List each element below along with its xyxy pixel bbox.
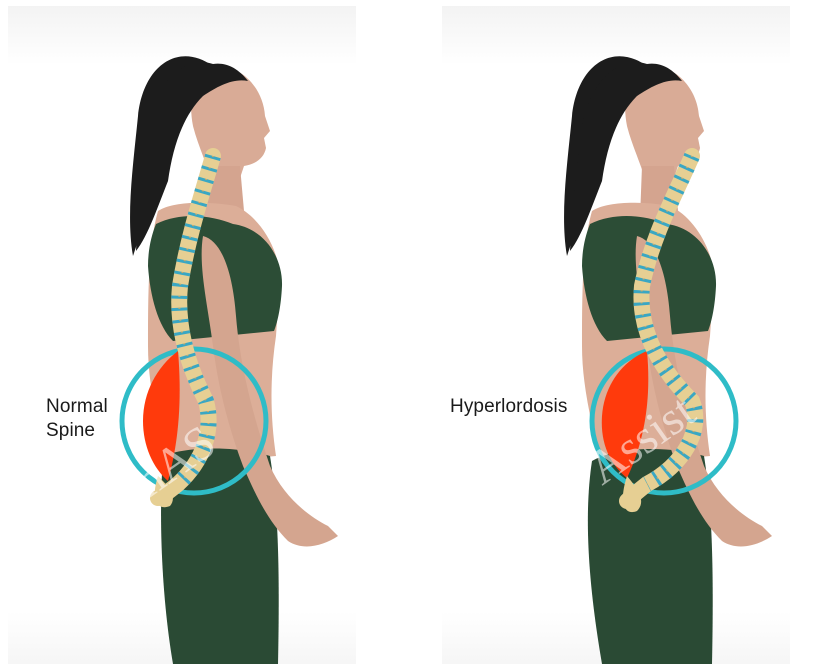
normal-spine-panel: mAS Normal Spine bbox=[8, 6, 356, 664]
hyperlordosis-label: Hyperlordosis bbox=[450, 395, 567, 418]
hyperlordosis-figure: Assist bbox=[442, 6, 790, 664]
hyperlordosis-panel: Assist Hyperlordosis bbox=[442, 6, 790, 664]
normal-spine-figure: mAS bbox=[8, 6, 356, 664]
normal-label-line-2: Spine bbox=[46, 419, 95, 442]
normal-label-line-1: Normal bbox=[46, 395, 108, 418]
